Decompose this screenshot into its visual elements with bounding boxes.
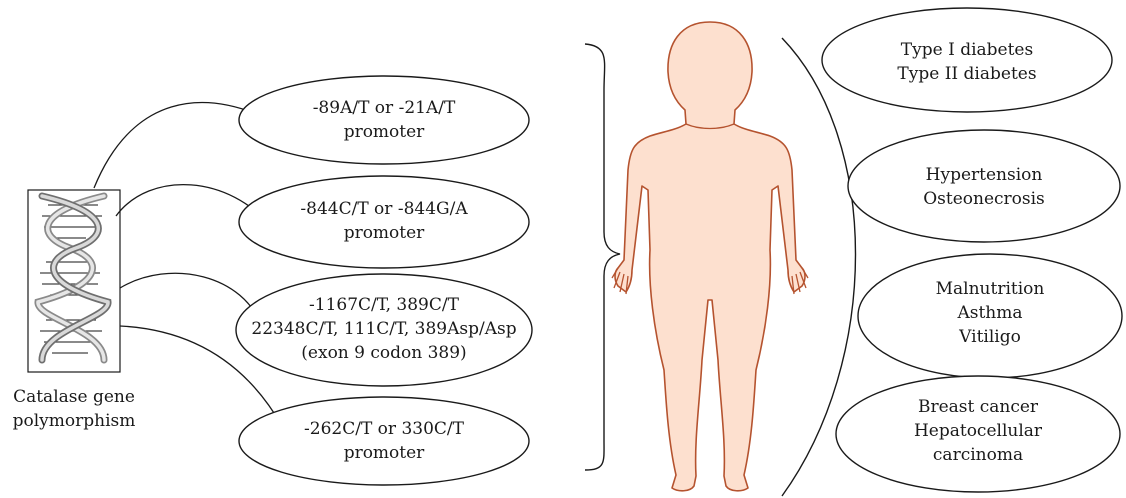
polymorphism-item: -844C/T or -844G/A promoter — [239, 176, 529, 268]
disease-line: Breast cancer — [918, 397, 1039, 417]
gene-arrows — [94, 103, 286, 426]
disease-line: carcinoma — [933, 445, 1023, 465]
polymorphism-line: promoter — [344, 223, 425, 243]
polymorphism-line: 22348C/T, 111C/T, 389Asp/Asp — [251, 319, 516, 339]
disease-line: Malnutrition — [936, 279, 1045, 299]
disease-line: Vitiligo — [958, 327, 1021, 347]
polymorphism-line: (exon 9 codon 389) — [301, 343, 466, 363]
disease-item: Type I diabetes Type II diabetes — [822, 8, 1112, 112]
gene-caption: Catalase gene polymorphism — [13, 387, 136, 431]
disease-item: Malnutrition Asthma Vitiligo — [858, 254, 1122, 378]
disease-item: Breast cancer Hepatocellular carcinoma — [836, 376, 1120, 492]
human-body-icon — [612, 22, 808, 491]
polymorphism-line: promoter — [344, 443, 425, 463]
polymorphism-item: -89A/T or -21A/T promoter — [239, 76, 529, 164]
disease-line: Hepatocellular — [914, 421, 1043, 441]
disease-list: Type I diabetes Type II diabetes Hyperte… — [822, 8, 1122, 492]
polymorphism-line: -262C/T or 330C/T — [304, 419, 465, 439]
gene-caption-line: Catalase gene — [13, 387, 135, 407]
disease-line: Hypertension — [926, 165, 1043, 185]
disease-line: Type I diabetes — [901, 40, 1033, 60]
curly-brace — [585, 44, 620, 470]
polymorphism-line: promoter — [344, 122, 425, 142]
polymorphism-list: -89A/T or -21A/T promoter -844C/T or -84… — [236, 76, 532, 485]
gene-caption-line: polymorphism — [13, 411, 136, 431]
disease-line: Osteonecrosis — [923, 189, 1045, 209]
polymorphism-item: -262C/T or 330C/T promoter — [239, 397, 529, 485]
polymorphism-item: -1167C/T, 389C/T 22348C/T, 111C/T, 389As… — [236, 274, 532, 386]
disease-item: Hypertension Osteonecrosis — [848, 130, 1120, 242]
dna-helix-icon — [28, 190, 120, 372]
polymorphism-line: -89A/T or -21A/T — [313, 98, 456, 118]
polymorphism-line: -844C/T or -844G/A — [300, 199, 468, 219]
disease-line: Asthma — [956, 303, 1022, 323]
disease-line: Type II diabetes — [897, 64, 1036, 84]
polymorphism-line: -1167C/T, 389C/T — [309, 295, 460, 315]
